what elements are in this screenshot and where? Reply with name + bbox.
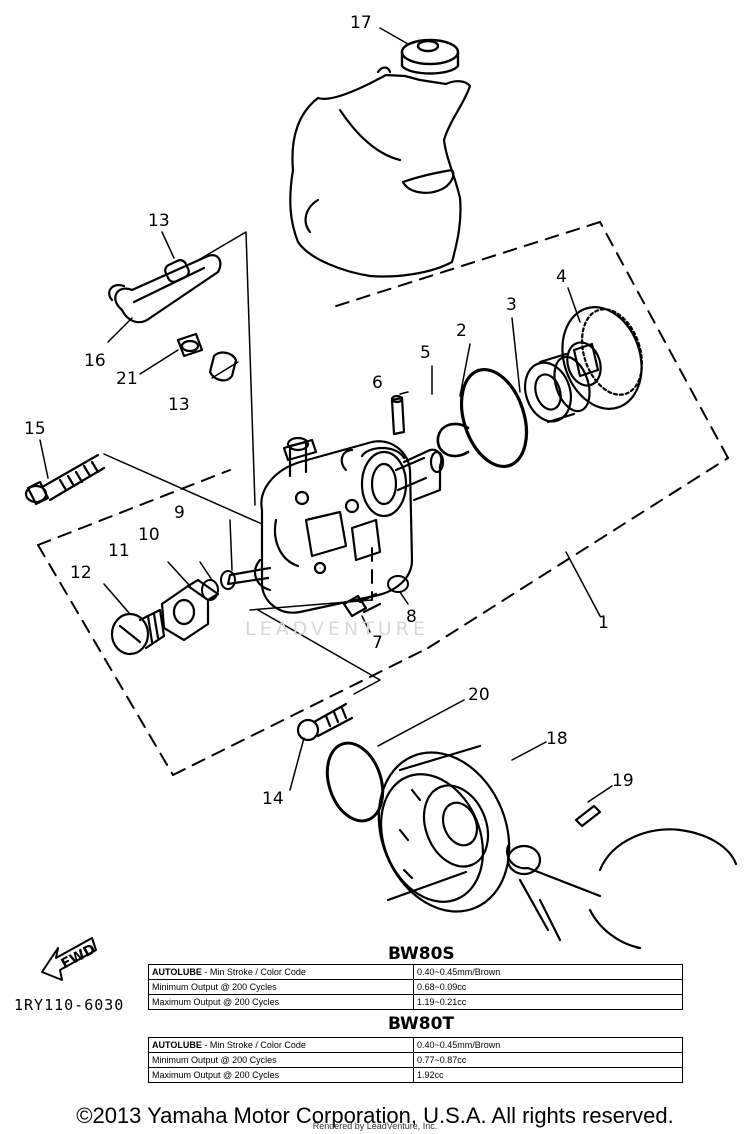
table-row: Maximum Output @ 200 Cycles 1.19~0.21cc: [148, 994, 683, 1010]
callout-13-top: 13: [148, 211, 170, 231]
part-9-washer: [220, 570, 236, 590]
crankshaft-end: [506, 828, 738, 950]
part-14-screw: [296, 702, 354, 742]
rendered-by-notice: Rendered by LeadVenture, Inc.: [312, 1121, 438, 1131]
spec-table-bw80t: AUTOLUBE - Min Stroke / Color Code 0.40~…: [148, 1037, 683, 1083]
callout-8: 8: [406, 607, 417, 627]
callout-5: 5: [420, 343, 431, 363]
callout-19: 19: [612, 771, 634, 791]
callout-11: 11: [108, 541, 130, 561]
part-6-pin: [390, 394, 406, 436]
pump-assembly-boundary: [37, 221, 729, 776]
callout-2: 2: [456, 321, 467, 341]
callout-10: 10: [138, 525, 160, 545]
part-8-washer: [387, 575, 409, 593]
table-row: Minimum Output @ 200 Cycles 0.77~0.87cc: [148, 1052, 683, 1068]
callout-14: 14: [262, 789, 284, 809]
watermark: LEADVENTURE: [245, 618, 429, 640]
callout-6: 6: [372, 373, 383, 393]
part-7-bolt: [342, 592, 382, 618]
part-12-plug-screw: [110, 608, 166, 656]
callout-13-bottom: 13: [168, 395, 190, 415]
copyright-notice: ©2013 Yamaha Motor Corporation, U.S.A. A…: [76, 1103, 674, 1128]
callout-4: 4: [556, 267, 567, 287]
pump-body: [226, 436, 414, 614]
callout-17: 17: [350, 13, 372, 33]
part-16-oil-hose: [108, 254, 222, 324]
part-4-gear: [561, 306, 643, 410]
part-15-long-bolt: [24, 453, 106, 506]
part-18-housing: [377, 744, 511, 913]
table-row: AUTOLUBE - Min Stroke / Color Code 0.40~…: [148, 964, 683, 980]
callout-20: 20: [468, 685, 490, 705]
table-row: AUTOLUBE - Min Stroke / Color Code 0.40~…: [148, 1037, 683, 1053]
callout-15: 15: [24, 419, 46, 439]
pump-drive-shaft: [394, 448, 445, 502]
part-21-fitting: [176, 332, 204, 358]
model-title-bw80s: BW80S: [388, 944, 455, 964]
callout-18: 18: [546, 729, 568, 749]
part-5-circlip: [436, 422, 470, 458]
callout-9: 9: [174, 503, 185, 523]
part-10-washer: [201, 579, 219, 601]
part-3-bearing: [524, 352, 591, 424]
spec-table-bw80s: AUTOLUBE - Min Stroke / Color Code 0.40~…: [148, 964, 683, 1010]
callout-12: 12: [70, 563, 92, 583]
table-row: Minimum Output @ 200 Cycles 0.68~0.09cc: [148, 979, 683, 995]
part-20-o-ring: [325, 741, 385, 823]
forward-arrow-icon: [41, 937, 97, 981]
table-row: Maximum Output @ 200 Cycles 1.92cc: [148, 1067, 683, 1083]
callout-1: 1: [598, 613, 609, 633]
part-reference-code: 1RY110-6030: [14, 996, 125, 1014]
part-13-clamp-top: [164, 259, 190, 283]
part-17-cover: [289, 66, 472, 278]
part-19-pin: [574, 804, 602, 828]
model-title-bw80t: BW80T: [388, 1014, 455, 1034]
callout-3: 3: [506, 295, 517, 315]
callout-7: 7: [372, 633, 383, 653]
part-17-cap: [400, 38, 460, 75]
callout-16: 16: [84, 351, 106, 371]
callout-21: 21: [116, 369, 138, 389]
part-11-nut: [160, 578, 220, 642]
part-2-o-ring: [459, 367, 529, 469]
